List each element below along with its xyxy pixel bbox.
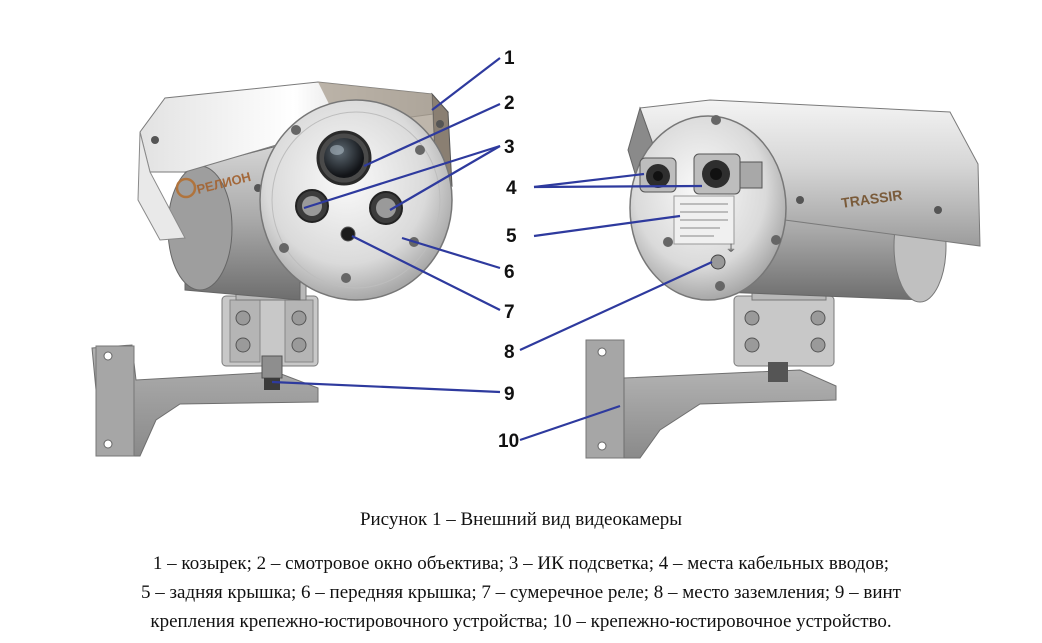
svg-text:⏚: ⏚ <box>726 243 736 255</box>
left-ir-leds <box>295 189 403 225</box>
left-lens-window <box>316 130 372 186</box>
callout-3: 3 <box>504 137 515 158</box>
figure-caption: Рисунок 1 – Внешний вид видеокамеры <box>359 509 683 530</box>
camera-figure: РЕЛИОН <box>91 48 981 459</box>
figure-legend: 1 – козырек; 2 – смотровое окно объектив… <box>14 549 1028 636</box>
right-bracket <box>585 339 837 459</box>
callout-8: 8 <box>504 342 515 363</box>
legend-line: 5 – задняя крышка; 6 – передняя крышка; … <box>141 582 901 603</box>
callout-numbers: 1 2 3 4 5 6 7 8 9 10 <box>498 48 519 452</box>
right-rear-cover <box>629 115 787 301</box>
callout-6: 6 <box>504 262 515 283</box>
callout-7: 7 <box>504 302 515 323</box>
left-front-cover <box>259 99 453 301</box>
callout-5: 5 <box>506 226 517 247</box>
right-cable-glands <box>639 153 763 195</box>
left-bracket <box>91 344 319 457</box>
legend-line: 1 – козырек; 2 – смотровое окно объектив… <box>152 553 890 574</box>
callout-1: 1 <box>504 48 515 69</box>
callout-10: 10 <box>498 431 519 452</box>
callout-2: 2 <box>504 93 515 114</box>
callout-9: 9 <box>504 384 515 405</box>
left-camera: РЕЛИОН <box>91 81 453 457</box>
callout-4: 4 <box>506 178 517 199</box>
legend-line: крепления крепежно-юстировочного устройс… <box>150 611 892 632</box>
right-camera: TRASSIR ⏚ <box>585 99 981 459</box>
left-twilight-relay <box>340 226 356 242</box>
leader-lines <box>271 57 713 442</box>
